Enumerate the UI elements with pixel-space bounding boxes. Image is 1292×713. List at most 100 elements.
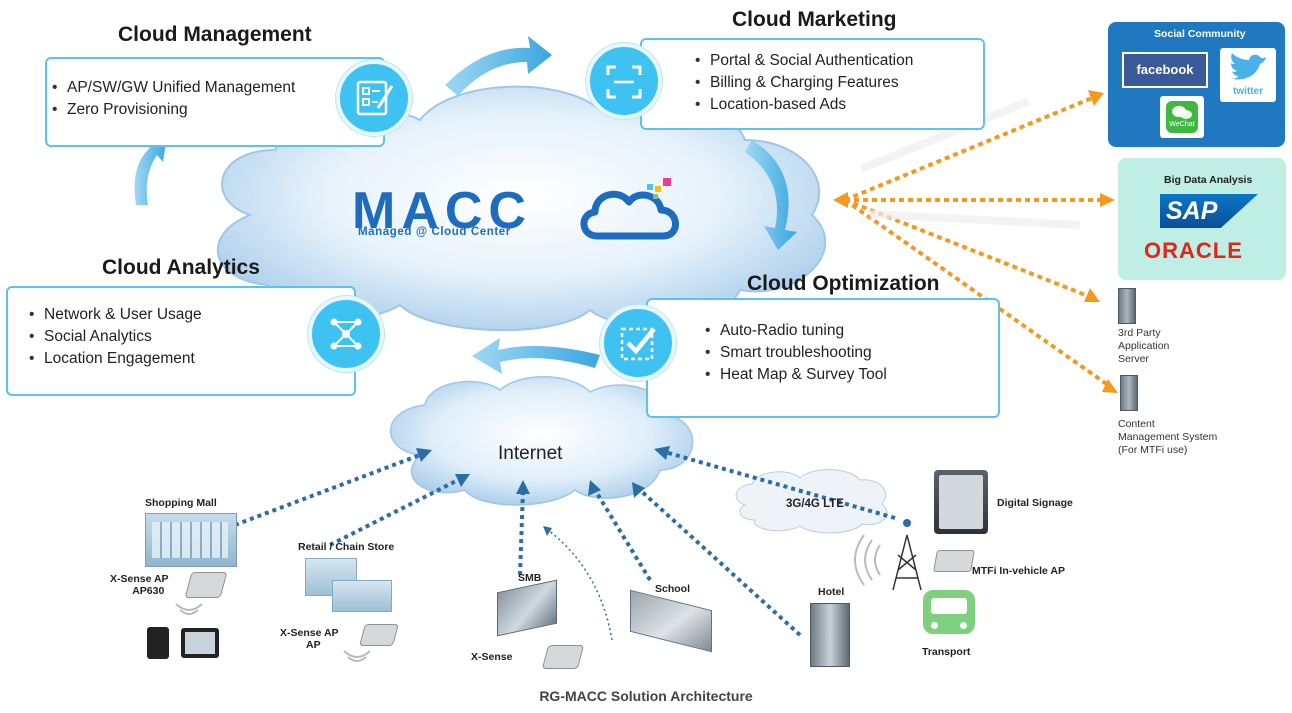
twitter-label: twitter <box>1233 86 1263 97</box>
twitter-bird-icon <box>1230 53 1266 80</box>
ghost-reflection <box>860 97 1080 229</box>
hotel-label: Hotel <box>818 586 845 598</box>
retail-ap-icon <box>359 624 399 646</box>
shopping-mall-label: Shopping Mall <box>145 497 217 509</box>
third-party-label: 3rd Party Application Server <box>1118 327 1169 366</box>
optimization-item: Smart troubleshooting <box>705 342 998 364</box>
smb-ap-icon <box>541 645 585 669</box>
edit-form-icon <box>356 80 394 116</box>
digital-signage-label: Digital Signage <box>997 497 1073 509</box>
social-community-title: Social Community <box>1154 28 1246 40</box>
macc-cloud-icon <box>580 178 679 240</box>
marketing-icon-circle <box>586 43 662 119</box>
retail-label: Retail / Chain Store <box>298 541 395 553</box>
orange-links <box>843 96 1110 387</box>
xsense-smb-label: X-Sense <box>471 651 513 663</box>
third-party-line: 3rd Party <box>1118 327 1161 339</box>
optimization-item: Auto-Radio tuning <box>705 320 998 342</box>
analytics-item: Network & User Usage <box>29 304 354 326</box>
analytics-list: Network & User Usage Social Analytics Lo… <box>28 304 354 370</box>
management-item: AP/SW/GW Unified Management <box>52 77 383 99</box>
retail-building-2 <box>332 580 392 612</box>
internet-links <box>234 450 896 637</box>
optimization-icon-circle <box>600 305 676 381</box>
cms-label: Content Management System (For MTFi use) <box>1118 418 1217 457</box>
server-icon <box>1118 288 1136 324</box>
cycle-arrows <box>134 36 797 374</box>
cloud-marketing-box: Portal & Social Authentication Billing &… <box>640 38 985 130</box>
transport-label: Transport <box>922 646 971 658</box>
macc-logo: MACC <box>352 182 532 240</box>
cloud-optimization-heading: Cloud Optimization <box>747 272 940 295</box>
retail-ap-line: AP <box>306 639 321 651</box>
marketing-list: Portal & Social Authentication Billing &… <box>694 50 983 116</box>
sap-logo: SAP <box>1160 194 1258 228</box>
management-list: AP/SW/GW Unified Management Zero Provisi… <box>51 77 383 121</box>
optimization-list: Auto-Radio tuning Smart troubleshooting … <box>704 320 998 386</box>
big-data-panel: Big Data Analysis SAP ORACLE <box>1118 158 1286 280</box>
analytics-item: Location Engagement <box>29 348 354 370</box>
cms-line: Management System <box>1118 431 1218 443</box>
retail-wifi-icon <box>343 650 371 662</box>
signal-waves <box>854 534 881 586</box>
scan-frame-icon <box>606 65 642 99</box>
management-item: Zero Provisioning <box>52 99 383 121</box>
ap630-label: X-Sense AP AP630 <box>110 573 169 597</box>
macc-tagline: Managed @ Cloud Center <box>358 226 511 238</box>
cloud-management-heading: Cloud Management <box>118 23 312 46</box>
cms-line: (For MTFi use) <box>1118 444 1188 456</box>
bus-icon <box>923 590 975 634</box>
school-label: School <box>655 583 691 595</box>
cms-line: Content <box>1118 418 1155 430</box>
cell-tower <box>892 519 922 591</box>
cloud-marketing-heading: Cloud Marketing <box>732 8 897 31</box>
marketing-item: Location-based Ads <box>695 94 983 116</box>
cms-server-icon <box>1120 375 1138 411</box>
internet-label: Internet <box>498 443 563 464</box>
social-community-panel: Social Community facebook twitter WeChat <box>1108 22 1285 147</box>
analytics-icon-circle <box>308 296 384 372</box>
smb-label: SMB <box>518 572 542 584</box>
third-party-line: Server <box>1118 353 1149 365</box>
cloud-management-box: AP/SW/GW Unified Management Zero Provisi… <box>45 57 385 147</box>
big-data-title: Big Data Analysis <box>1164 174 1253 186</box>
ap630-line: AP630 <box>132 585 165 597</box>
cloud-analytics-heading: Cloud Analytics <box>102 256 260 279</box>
shopping-mall-building <box>145 513 237 567</box>
wechat-icon: WeChat <box>1166 101 1198 133</box>
smb-thin-link <box>547 529 613 641</box>
optimization-item: Heat Map & Survey Tool <box>705 364 998 386</box>
mtfi-label: MTFi In-vehicle AP <box>972 565 1065 577</box>
third-party-line: Application <box>1118 340 1170 352</box>
internet-link-heads <box>416 446 670 498</box>
oracle-logo: ORACLE <box>1144 238 1243 263</box>
wechat-label: WeChat <box>1169 121 1195 128</box>
twitter-logo-tile: twitter <box>1220 48 1276 102</box>
checkbox-icon <box>620 327 656 361</box>
sap-label: SAP <box>1166 197 1218 225</box>
wifi-signal-icon <box>175 603 203 615</box>
digital-signage-icon <box>934 470 988 534</box>
access-point-icon <box>184 572 228 598</box>
retail-ap-line: X-Sense AP <box>280 627 339 639</box>
lte-label: 3G/4G LTE <box>786 498 844 510</box>
hotel-building <box>810 603 850 667</box>
cloud-optimization-box: Auto-Radio tuning Smart troubleshooting … <box>646 298 1000 418</box>
retail-ap-label: X-Sense AP AP <box>280 627 339 651</box>
facebook-logo: facebook <box>1122 52 1208 88</box>
management-icon-circle <box>336 60 412 136</box>
marketing-item: Portal & Social Authentication <box>695 50 983 72</box>
lte-cloud <box>735 469 888 534</box>
network-nodes-icon <box>330 318 362 350</box>
mtfi-device-icon <box>933 550 975 572</box>
marketing-item: Billing & Charging Features <box>695 72 983 94</box>
wechat-logo-tile: WeChat <box>1160 96 1204 138</box>
ap630-line: X-Sense AP <box>110 573 169 585</box>
phone-icon <box>147 627 169 659</box>
diagram-caption: RG-MACC Solution Architecture <box>539 688 753 704</box>
analytics-item: Social Analytics <box>29 326 354 348</box>
tablet-icon <box>181 628 219 658</box>
orange-arrowheads <box>833 90 1118 393</box>
cloud-analytics-box: Network & User Usage Social Analytics Lo… <box>6 286 356 396</box>
